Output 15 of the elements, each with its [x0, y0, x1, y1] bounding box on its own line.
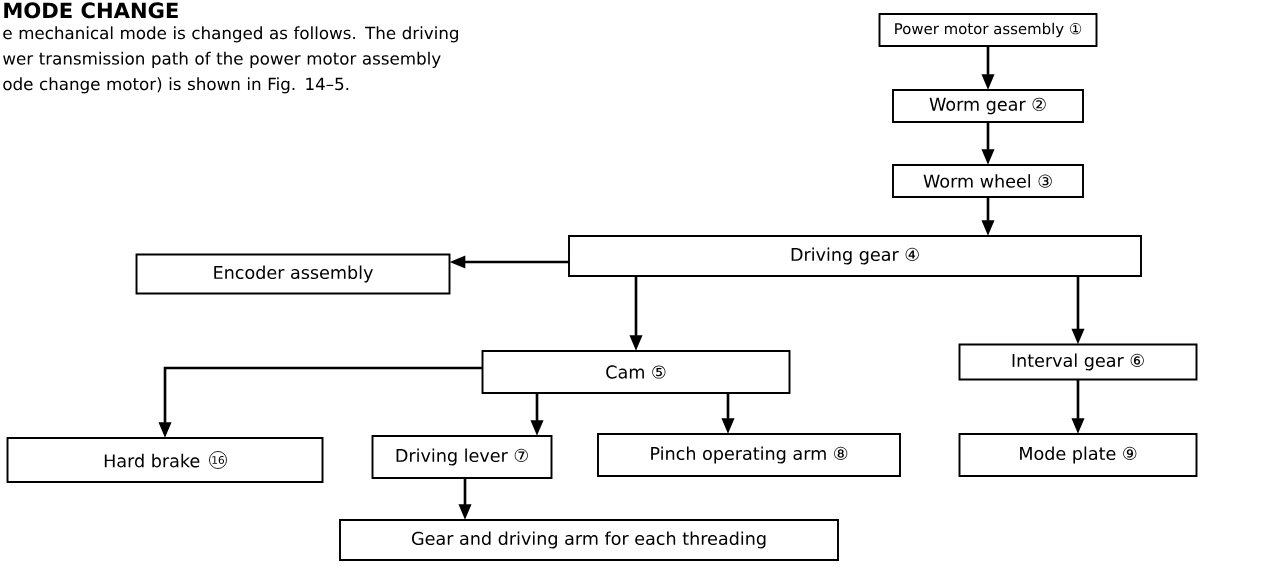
- process-box: Pinch operating arm ⑧: [597, 433, 901, 477]
- section-heading: MODE CHANGE: [4, 2, 178, 19]
- process-box: Worm wheel ③: [892, 164, 1084, 198]
- process-box: Mode plate ⑨: [958, 433, 1198, 477]
- process-box: Worm gear ②: [892, 89, 1084, 123]
- process-box: Gear and driving arm for each threading: [339, 519, 839, 561]
- process-box: Encoder assembly: [135, 253, 451, 295]
- callout-number: 16: [209, 451, 227, 469]
- process-box: Power motor assembly ①: [878, 13, 1098, 47]
- process-box: Driving gear ④: [568, 235, 1142, 277]
- process-box: Hard brake 16: [6, 437, 324, 483]
- process-box: Cam ⑤: [481, 350, 791, 394]
- process-box: Driving lever ⑦: [371, 435, 553, 479]
- paragraph: e mechanical mode is changed as follows. The driving wer transmission path of the power motor assembly ode change motor) is shown in Fig. 14–5.: [3, 26, 458, 94]
- process-box: Interval gear ⑥: [958, 343, 1198, 381]
